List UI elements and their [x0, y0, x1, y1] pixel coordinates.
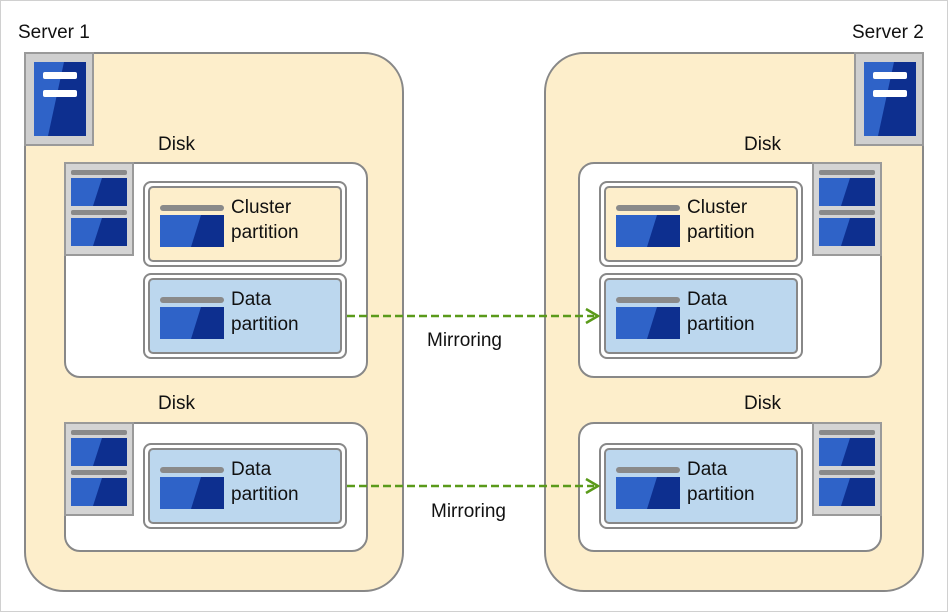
partition-label-line-2: partition: [687, 222, 755, 243]
partition-label-line-1: Data: [687, 289, 728, 310]
partition-icon: [160, 297, 224, 339]
server-2-disk-1-label: Disk: [744, 134, 781, 155]
server-1-disk-1-label: Disk: [158, 134, 195, 155]
partition-label-line-1: Cluster: [687, 197, 748, 218]
partition-label-line-2: partition: [231, 484, 299, 505]
partition-label: Data partition: [231, 287, 299, 337]
partition-label: Data partition: [231, 457, 299, 507]
disk-icon: [819, 430, 875, 506]
disk-icon: [819, 170, 875, 246]
partition-label-line-2: partition: [231, 222, 299, 243]
partition-icon: [616, 467, 680, 509]
partition-label: Cluster partition: [687, 195, 755, 245]
server-2-data-partition-1: Data partition: [599, 273, 803, 359]
partition-label-line-2: partition: [687, 314, 755, 335]
mirroring-arrow-1: [347, 307, 601, 325]
partition-label: Data partition: [687, 457, 755, 507]
server-2-data-partition-2: Data partition: [599, 443, 803, 529]
partition-icon: [160, 205, 224, 247]
partition-label: Data partition: [687, 287, 755, 337]
server-2-label: Server 2: [852, 22, 924, 43]
server-1-data-partition-1: Data partition: [143, 273, 347, 359]
mirroring-label-1: Mirroring: [427, 330, 502, 351]
disk-icon: [71, 170, 127, 246]
partition-label-line-1: Data: [687, 459, 728, 480]
partition-label-line-1: Cluster: [231, 197, 292, 218]
partition-label-line-1: Data: [231, 459, 272, 480]
partition-label: Cluster partition: [231, 195, 299, 245]
disk-icon: [71, 430, 127, 506]
server-2-disk-1-icon-bg: [812, 162, 882, 256]
partition-icon: [616, 297, 680, 339]
server-2-disk-2-label: Disk: [744, 393, 781, 414]
server-1-disk-2-label: Disk: [158, 393, 195, 414]
server-icon: [864, 62, 916, 136]
server-2-icon-bg: [854, 52, 924, 146]
server-1-label: Server 1: [18, 22, 90, 43]
partition-label-line-2: partition: [231, 314, 299, 335]
partition-label-line-1: Data: [231, 289, 272, 310]
server-1-disk-1-icon-bg: [64, 162, 134, 256]
mirroring-arrow-2: [347, 477, 601, 495]
server-1-data-partition-2: Data partition: [143, 443, 347, 529]
server-1-disk-2-icon-bg: [64, 422, 134, 516]
server-1-cluster-partition: Cluster partition: [143, 181, 347, 267]
partition-icon: [160, 467, 224, 509]
server-2-cluster-partition: Cluster partition: [599, 181, 803, 267]
partition-icon: [616, 205, 680, 247]
server-1-icon-bg: [24, 52, 94, 146]
partition-label-line-2: partition: [687, 484, 755, 505]
server-icon: [34, 62, 86, 136]
server-2-disk-2-icon-bg: [812, 422, 882, 516]
mirroring-label-2: Mirroring: [431, 501, 506, 522]
